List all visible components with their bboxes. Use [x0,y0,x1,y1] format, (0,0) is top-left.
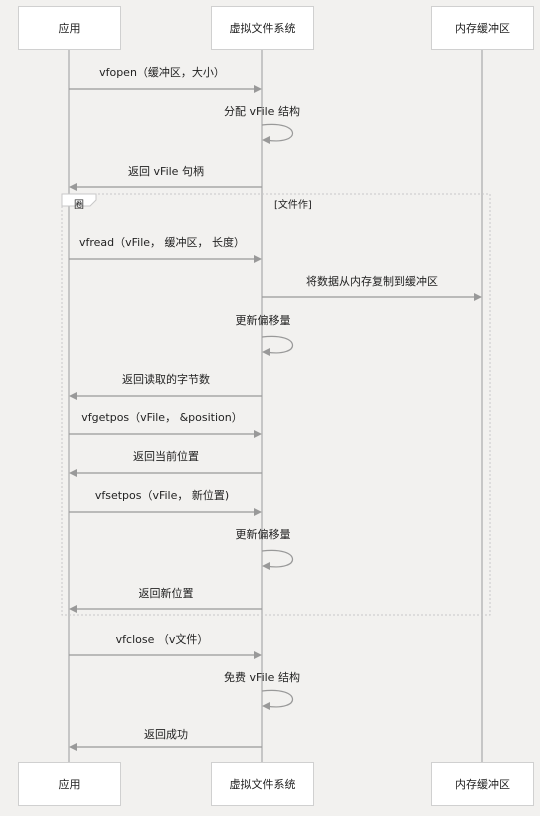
message-label: 更新偏移量 [235,314,291,327]
message-label: 返回当前位置 [133,450,199,463]
message-label: 返回读取的字节数 [122,373,210,386]
arrow-head [254,255,262,263]
arrow-head [69,469,77,477]
loop-frame [61,193,491,616]
self-message-arrow [261,549,294,568]
actor-buffer-bottom: 内存缓冲区 [431,762,534,806]
self-message-arrow [261,689,294,708]
arrow-head [254,430,262,438]
actor-buffer-top: 内存缓冲区 [431,6,534,50]
arrow-head [69,183,77,191]
actor-vfs-bottom: 虚拟文件系统 [211,762,314,806]
message-label: 更新偏移量 [235,528,291,541]
message-label: 免费 vFile 结构 [224,671,300,684]
arrow-head [69,392,77,400]
actor-app-bottom: 应用 [18,762,121,806]
message-label: vfopen（缓冲区，大小） [99,66,225,79]
message-label: 返回 vFile 句柄 [128,165,204,178]
loop-tag: 圈 [74,200,84,211]
message-label: 将数据从内存复制到缓冲区 [306,275,438,288]
self-message-arrow [261,335,294,354]
message-label: vfread（vFile， 缓冲区， 长度） [78,236,246,249]
message-label: 返回新位置 [138,587,194,600]
arrow-head [254,508,262,516]
arrow-head [262,348,270,356]
message-label: vfgetpos（vFile， &position） [81,411,243,424]
actor-vfs-top: 虚拟文件系统 [211,6,314,50]
arrow-head [262,562,270,570]
self-message-arrow [261,123,294,142]
arrow-head [254,651,262,659]
arrow-head [262,136,270,144]
arrow-head [474,293,482,301]
loop-tag-box [61,193,97,207]
message-label: 返回成功 [144,728,188,741]
message-label: 分配 vFile 结构 [224,105,300,118]
arrow-head [69,605,77,613]
loop-condition: [文件作] [274,200,312,211]
arrow-head [254,85,262,93]
message-label: vfsetpos（vFile， 新位置) [94,489,230,502]
arrow-head [262,702,270,710]
arrow-head [69,743,77,751]
actor-app-top: 应用 [18,6,121,50]
message-label: vfclose （v文件） [115,633,209,646]
